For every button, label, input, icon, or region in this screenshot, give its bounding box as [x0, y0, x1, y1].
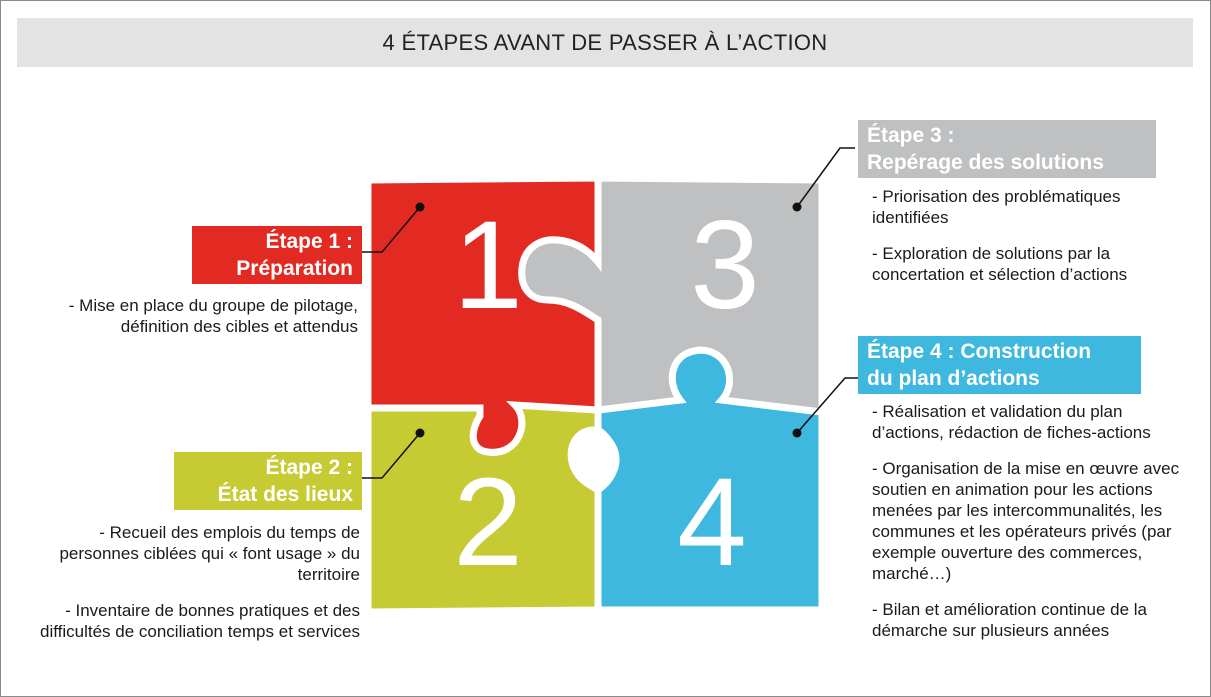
step2-label-line1: Étape 2 : [265, 456, 353, 479]
step1-description: - Mise en place du groupe de pilotage, d… [40, 295, 358, 352]
step2-description: - Recueil des emplois du temps de person… [22, 522, 360, 657]
step3-item-1: - Priorisation des problématiques identi… [872, 187, 1121, 227]
step2-item-1: - Recueil des emplois du temps de person… [59, 523, 360, 584]
step3-label: Étape 3 : Repérage des solutions [858, 120, 1156, 178]
step4-label-line1: Étape 4 : Construction [867, 340, 1092, 363]
connector-step3 [796, 147, 855, 208]
step3-description: - Priorisation des problématiques identi… [872, 186, 1192, 300]
step1-label-line1: Étape 1 : [265, 230, 353, 253]
connector-dot-step1 [415, 202, 425, 212]
connector-step4 [796, 377, 860, 434]
step2-label: Étape 2 : État des lieux [174, 452, 362, 510]
piece-number-2: 2 [453, 453, 523, 592]
step3-item-2: - Exploration de solutions par la concer… [872, 244, 1128, 284]
step4-item-3: - Bilan et amélioration continue de la d… [872, 600, 1147, 640]
step4-label: Étape 4 : Construction du plan d’actions [858, 336, 1141, 394]
step2-label-line2: État des lieux [217, 483, 353, 506]
connector-dot-step3 [792, 202, 802, 212]
step4-description: - Réalisation et validation du plan d’ac… [872, 401, 1197, 656]
step1-label: Étape 1 : Préparation [192, 226, 362, 284]
connector-step2 [362, 432, 421, 479]
piece-number-1: 1 [453, 196, 523, 335]
step4-label-line2: du plan d’actions [867, 367, 1040, 390]
connector-dot-step2 [415, 428, 425, 438]
puzzle-piece-1 [364, 174, 602, 456]
connector-step1 [362, 206, 421, 253]
step3-label-line1: Étape 3 : [867, 124, 955, 147]
piece-number-3: 3 [690, 196, 760, 335]
figure-title: 4 ÉTAPES AVANT DE PASSER À L’ACTION [17, 18, 1193, 67]
step1-item: - Mise en place du groupe de pilotage, d… [68, 296, 358, 336]
step1-label-line2: Préparation [236, 257, 353, 280]
step2-item-2: - Inventaire de bonnes pratiques et des … [39, 601, 360, 641]
step4-item-2: - Organisation de la mise en œuvre avec … [872, 459, 1180, 583]
piece-number-4: 4 [677, 453, 747, 592]
step4-item-1: - Réalisation et validation du plan d’ac… [872, 402, 1151, 442]
step3-label-line2: Repérage des solutions [867, 151, 1104, 174]
connector-dot-step4 [792, 428, 802, 438]
